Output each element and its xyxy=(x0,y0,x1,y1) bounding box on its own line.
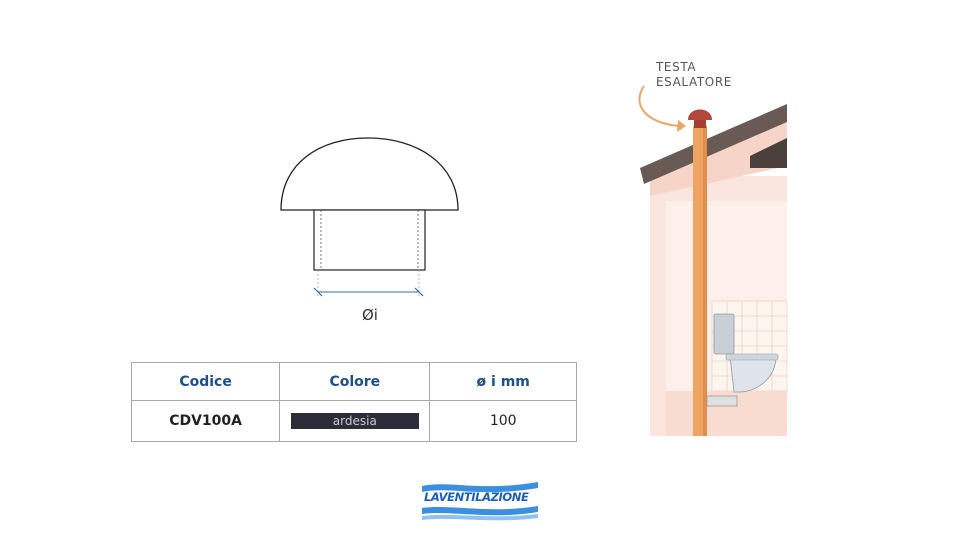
product-drawing xyxy=(280,137,459,298)
installation-illustration xyxy=(638,85,788,436)
logo-waves xyxy=(422,482,538,521)
roof-dark-corner xyxy=(750,138,787,168)
exhaust-head-cap xyxy=(688,109,712,120)
branch-pipe xyxy=(706,395,738,407)
color-swatch: ardesia xyxy=(290,413,419,429)
vent-pipe-shade xyxy=(703,126,707,436)
table-row: CDV100A ardesia 100 xyxy=(130,400,577,442)
dimension-tick-left xyxy=(313,287,323,297)
toilet xyxy=(713,313,779,393)
spec-table: Codice Colore ø i mm CDV100A ardesia 100 xyxy=(130,362,577,442)
callout-arrowhead xyxy=(677,120,686,132)
header-colore: Colore xyxy=(279,362,431,401)
roof-tiles xyxy=(640,104,787,184)
callout-line-2: ESALATORE xyxy=(656,75,732,89)
header-codice: Codice xyxy=(130,362,281,401)
callout-label: TESTA ESALATORE xyxy=(656,60,732,90)
pipe-body xyxy=(313,209,426,271)
cell-colore: ardesia xyxy=(279,400,431,442)
cell-diametro: 100 xyxy=(429,400,577,442)
cap-outline xyxy=(280,137,459,211)
callout-line-1: TESTA xyxy=(656,60,697,74)
diameter-label: Øi xyxy=(362,306,378,324)
callout-arrow xyxy=(638,85,679,127)
table-header-row: Codice Colore ø i mm xyxy=(130,362,577,401)
cell-codice: CDV100A xyxy=(130,400,281,442)
logo-text: LAVENTILAZIONE xyxy=(424,490,529,504)
header-diametro: ø i mm xyxy=(429,362,577,401)
dimension-tick-right xyxy=(414,287,424,297)
